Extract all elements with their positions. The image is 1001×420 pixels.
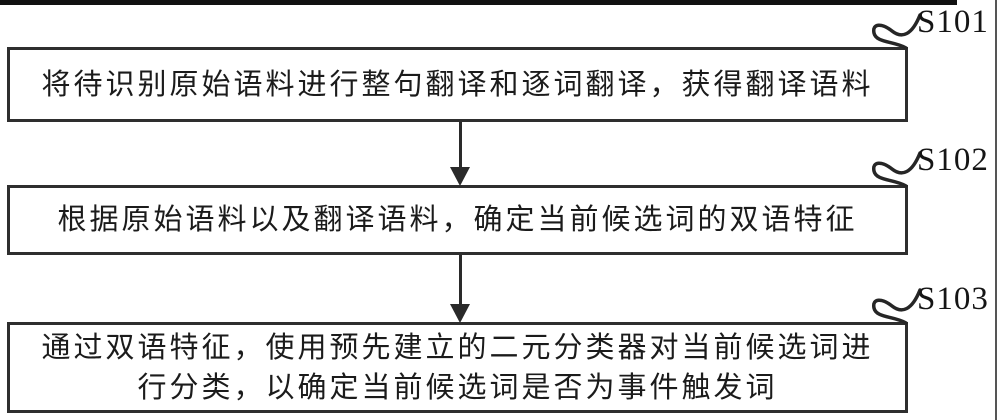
step-box-s101: 将待识别原始语料进行整句翻译和逐词翻译，获得翻译语料 [7,47,908,122]
wavy-connector-s103 [872,288,922,325]
scan-right-edge-line [995,0,997,420]
step-box-s102: 根据原始语料以及翻译语料，确定当前候选词的双语特征 [7,185,908,255]
scan-top-bar [0,0,957,5]
step-text-line: 通过双语特征，使用预先建立的二元分类器对当前候选词进 [41,331,874,364]
step-text-s103: 通过双语特征，使用预先建立的二元分类器对当前候选词进 行分类，以确定当前候选词是… [10,328,905,408]
step-text-line: 行分类，以确定当前候选词是否为事件触发词 [137,371,778,404]
flow-arrow-2 [449,255,471,323]
arrow-head [450,304,470,323]
wavy-connector-s101 [872,13,922,50]
step-text-s102: 根据原始语料以及翻译语料，确定当前候选词的双语特征 [10,200,905,240]
flow-arrow-1 [449,122,471,186]
arrow-head [450,167,470,186]
step-box-s103: 通过双语特征，使用预先建立的二元分类器对当前候选词进 行分类，以确定当前候选词是… [7,322,908,413]
step-text-line: 根据原始语料以及翻译语料，确定当前候选词的双语特征 [57,204,858,236]
step-label-s103: S103 [917,281,989,317]
wavy-connector-s102 [872,151,922,188]
arrow-shaft [458,122,462,167]
arrow-shaft [458,255,462,304]
step-label-s102: S102 [917,142,989,178]
step-text-s101: 将待识别原始语料进行整句翻译和逐词翻译，获得翻译语料 [10,65,905,105]
step-label-s101: S101 [917,4,989,40]
step-text-line: 将待识别原始语料进行整句翻译和逐词翻译，获得翻译语料 [41,68,874,101]
